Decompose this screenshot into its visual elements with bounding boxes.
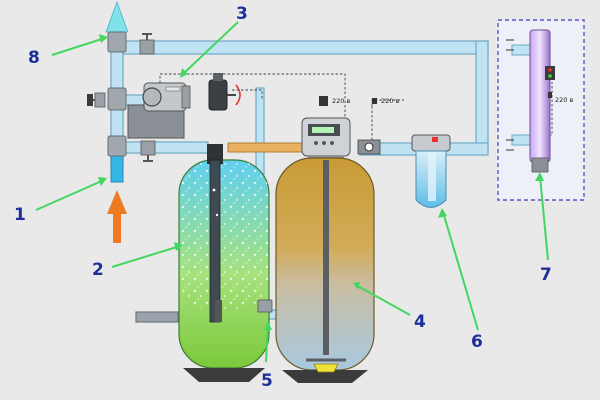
drain-valve	[257, 299, 273, 313]
orange-arrow-up-icon	[107, 190, 127, 243]
voltage-label-top: 220 в	[332, 97, 350, 105]
aeration-tank	[178, 144, 270, 382]
label-4: 4	[414, 312, 426, 332]
air-compressor	[127, 82, 191, 139]
ball-valve-icon	[140, 140, 156, 162]
ball-valve-icon	[139, 33, 155, 55]
connector-pipe	[227, 142, 303, 153]
cyan-arrow-up-icon	[105, 0, 129, 33]
power-plug-icon	[319, 96, 328, 106]
label-7: 7	[540, 265, 552, 285]
voltage-label-uv: 220 в	[555, 96, 573, 104]
uv-sterilizer	[506, 29, 555, 173]
power-plug-icon	[372, 98, 377, 104]
filtration-tank	[275, 157, 375, 383]
ball-valve-icon	[87, 92, 106, 108]
cartridge-filter	[411, 134, 451, 208]
callout-arrows	[35, 21, 549, 363]
manifold-tees	[107, 31, 127, 157]
label-8: 8	[28, 48, 40, 68]
label-3: 3	[236, 4, 248, 24]
voltage-label-valve: 220 в	[381, 97, 399, 105]
label-5: 5	[261, 371, 273, 391]
label-2: 2	[92, 260, 104, 280]
callout-arrowheads	[98, 34, 544, 330]
solenoid-valve-icon	[357, 139, 381, 155]
air-injector	[208, 73, 241, 111]
label-1: 1	[14, 205, 26, 225]
label-6: 6	[471, 332, 483, 352]
